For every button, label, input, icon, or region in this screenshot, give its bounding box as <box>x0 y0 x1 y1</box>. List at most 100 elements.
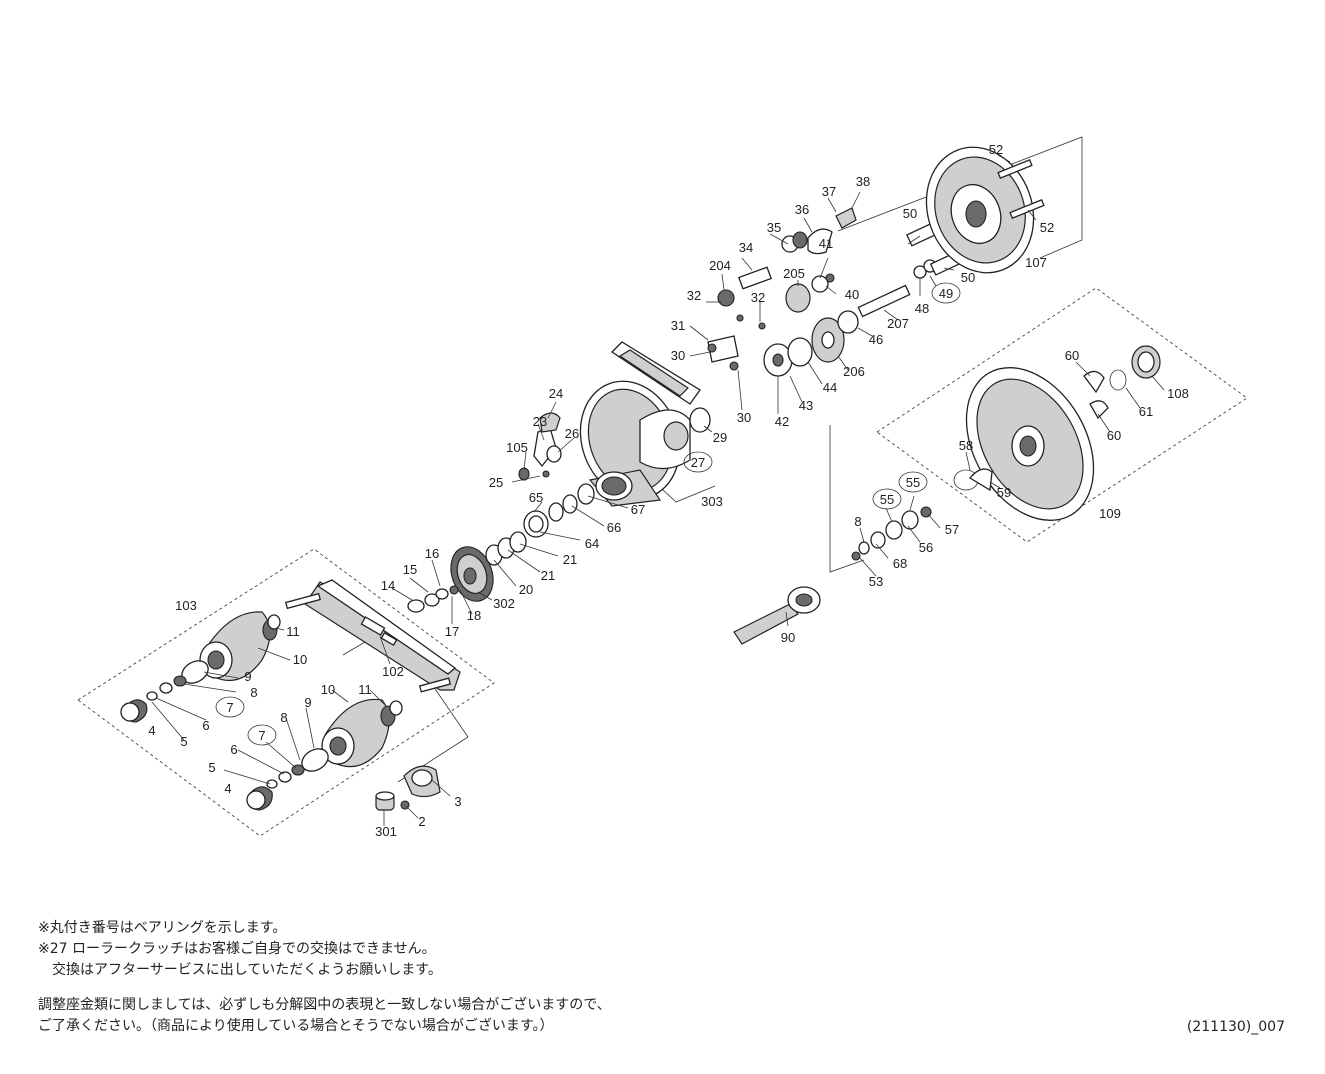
label-37: 37 <box>822 184 836 199</box>
label-41: 41 <box>819 236 833 251</box>
label-35: 35 <box>767 220 781 235</box>
label-302: 302 <box>493 596 515 611</box>
label-11a: 11 <box>286 624 300 639</box>
label-5b: 5 <box>208 760 215 775</box>
label-56: 56 <box>919 540 933 555</box>
label-66: 66 <box>607 520 621 535</box>
handle-nut-parts <box>375 765 441 811</box>
label-21b: 21 <box>541 568 555 583</box>
label-32b: 32 <box>751 290 765 305</box>
label-57: 57 <box>945 522 959 537</box>
label-18: 18 <box>467 608 481 623</box>
document-code: (211130)_007 <box>1186 1019 1285 1035</box>
label-9b: 9 <box>304 695 311 710</box>
label-5a: 5 <box>180 734 187 749</box>
label-8a: 8 <box>250 685 257 700</box>
label-4b: 4 <box>224 781 231 796</box>
handle-knob-upper <box>199 611 281 681</box>
label-55b: 55 <box>880 492 894 507</box>
label-8b: 8 <box>280 710 287 725</box>
label-55a: 55 <box>906 475 920 490</box>
label-49: 49 <box>939 286 953 301</box>
label-16: 16 <box>425 546 439 561</box>
label-67: 67 <box>631 502 645 517</box>
label-103: 103 <box>175 598 197 613</box>
label-9a: 9 <box>244 669 251 684</box>
label-7b: 7 <box>258 728 265 743</box>
label-7a: 7 <box>226 700 233 715</box>
clutch-plate-parts <box>518 314 766 481</box>
roller-clutch <box>663 407 711 451</box>
label-301: 301 <box>375 824 397 839</box>
label-15: 15 <box>403 562 417 577</box>
washer-stack <box>407 483 595 613</box>
label-4a: 4 <box>148 723 155 738</box>
side-cover <box>851 345 1161 561</box>
label-3: 3 <box>454 794 461 809</box>
label-25: 25 <box>489 475 503 490</box>
label-204: 204 <box>709 258 731 273</box>
label-26: 26 <box>565 426 579 441</box>
wrench-tool <box>733 586 821 645</box>
label-50b: 50 <box>961 270 975 285</box>
label-23: 23 <box>533 414 547 429</box>
label-6a: 6 <box>202 718 209 733</box>
label-90: 90 <box>781 630 795 645</box>
label-43: 43 <box>799 398 813 413</box>
label-8c: 8 <box>854 514 861 529</box>
label-52a: 52 <box>989 142 1003 157</box>
label-109: 109 <box>1099 506 1121 521</box>
assembly-109-outline <box>876 287 1248 543</box>
label-30b: 30 <box>737 410 751 425</box>
note-shims: 調整座金類に関しましては、必ずしも分解図中の表現と一致しない場合がございますので… <box>38 997 611 1013</box>
label-10a: 10 <box>293 652 307 667</box>
label-50a: 50 <box>903 206 917 221</box>
label-24: 24 <box>549 386 563 401</box>
assembly-bracket-lower <box>829 425 865 573</box>
label-29: 29 <box>713 430 727 445</box>
label-42: 42 <box>775 414 789 429</box>
label-11b: 11 <box>358 682 372 697</box>
label-107: 107 <box>1025 255 1047 270</box>
label-10b: 10 <box>321 682 335 697</box>
label-206: 206 <box>843 364 865 379</box>
handle-washers <box>120 660 329 811</box>
label-68: 68 <box>893 556 907 571</box>
label-36: 36 <box>795 202 809 217</box>
label-59: 59 <box>997 485 1011 500</box>
label-53: 53 <box>869 574 883 589</box>
label-20: 20 <box>519 582 533 597</box>
handle-arm <box>285 579 461 693</box>
label-27: 27 <box>691 455 705 470</box>
note-shims-cont: ご了承ください。（商品により使用している場合とそうでない場合がございます。） <box>38 1018 554 1034</box>
note-bearing: ※丸付き番号はベアリングを示します。 <box>38 920 287 936</box>
label-21a: 21 <box>563 552 577 567</box>
notes-block: ※丸付き番号はベアリングを示します。 ※27 ローラークラッチはお客様ご自身での… <box>38 918 1298 1037</box>
label-17: 17 <box>445 624 459 639</box>
drive-gear <box>450 546 494 602</box>
note-roller-clutch: ※27 ローラークラッチはお客様ご自身での交換はできません。 <box>38 941 436 957</box>
label-58: 58 <box>959 438 973 453</box>
bearing-marker-circles <box>215 282 961 746</box>
label-6b: 6 <box>230 742 237 757</box>
leader-lines <box>151 154 1165 826</box>
clutch-lever <box>610 341 701 405</box>
label-207: 207 <box>887 316 909 331</box>
label-38: 38 <box>856 174 870 189</box>
assembly-103-outline <box>77 548 495 837</box>
label-303: 303 <box>701 494 723 509</box>
label-31: 31 <box>671 318 685 333</box>
label-40: 40 <box>845 287 859 302</box>
label-2: 2 <box>418 814 425 829</box>
label-60b: 60 <box>1107 428 1121 443</box>
note-service: 交換はアフターサービスに出していただくようお願いします。 <box>38 962 442 978</box>
label-60a: 60 <box>1065 348 1079 363</box>
label-108: 108 <box>1167 386 1189 401</box>
label-52b: 52 <box>1040 220 1054 235</box>
handle-knob-lower <box>321 698 403 768</box>
part-labels: 52 52 38 37 36 50 35 34 41 204 205 107 5… <box>148 142 1188 839</box>
label-65: 65 <box>529 490 543 505</box>
label-14: 14 <box>381 578 395 593</box>
label-64: 64 <box>585 536 599 551</box>
label-44: 44 <box>823 380 837 395</box>
